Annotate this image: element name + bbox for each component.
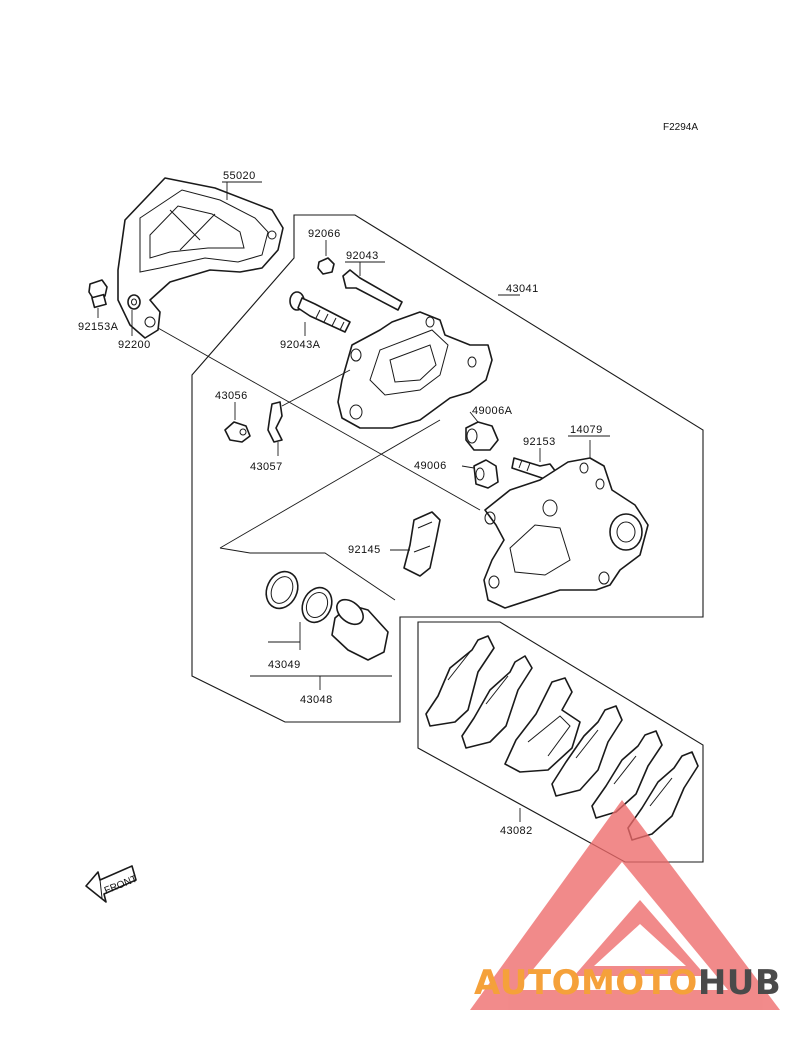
label-washer: 92200 [118, 339, 151, 351]
label-caliper-assy: 43041 [506, 283, 539, 295]
boot-leader [461, 465, 475, 469]
label-bleed-valve: 43056 [215, 390, 248, 402]
washer-part [127, 294, 141, 310]
label-seal: 43049 [268, 659, 301, 671]
watermark-triangle-logo [470, 800, 780, 1010]
bleed-cap-part [317, 257, 335, 275]
pin-bolt-part [342, 269, 403, 311]
bracket-part [117, 177, 284, 339]
label-piston-set: 43048 [300, 694, 333, 706]
label-pin-bolt: 92043 [346, 250, 379, 262]
boot-a-leader [469, 411, 479, 423]
piston-part [331, 598, 389, 661]
boot-a-part [465, 421, 499, 451]
piston-subframe-line [219, 419, 441, 549]
brake-pad-2 [461, 655, 533, 749]
spring-clip-part [267, 401, 283, 443]
watermark-brand-part2: HUB [698, 963, 781, 1003]
label-pad-spring: 92145 [348, 544, 381, 556]
label-boot-a: 49006A [472, 405, 513, 417]
label-bracket: 55020 [223, 170, 256, 182]
piston-subframe-line-2 [219, 547, 396, 601]
seal-part-2 [301, 586, 333, 624]
label-spring-clip: 43057 [250, 461, 283, 473]
watermark-brand: AUTOMOTOHUB [474, 963, 781, 1003]
front-arrow-icon: FRONT [85, 865, 139, 903]
caliper-assembly-frame [191, 214, 704, 723]
label-bleed-cap: 92066 [308, 228, 341, 240]
bolt-a-part [88, 279, 108, 309]
spring-clip-to-caliper-line [281, 369, 351, 407]
pad-spring-part [403, 511, 441, 577]
watermark-inner-hole [594, 924, 686, 966]
bleed-valve-part [224, 421, 251, 443]
pad-set-frame [417, 621, 704, 863]
seal-part-1 [265, 570, 299, 610]
diagram-code: F2294A [663, 122, 698, 133]
brake-pad-3 [504, 677, 581, 773]
brake-pad-1 [425, 635, 495, 727]
label-holder: 14079 [570, 424, 603, 436]
caliper-body-part [337, 311, 493, 429]
boot-part [473, 459, 499, 489]
label-pin-bolt-a: 92043A [280, 339, 321, 351]
label-pad-set: 43082 [500, 825, 533, 837]
brake-pad-4 [551, 705, 623, 797]
pin-bolt-a-part [289, 291, 351, 333]
watermark-brand-part1: AUTOMOTO [474, 963, 698, 1003]
label-bolt-a: 92153A [78, 321, 119, 333]
label-bolt: 92153 [523, 436, 556, 448]
bracket-to-caliper-line [157, 327, 481, 511]
label-boot: 49006 [414, 460, 447, 472]
holder-part [483, 457, 649, 609]
brake-pad-5 [591, 730, 663, 819]
